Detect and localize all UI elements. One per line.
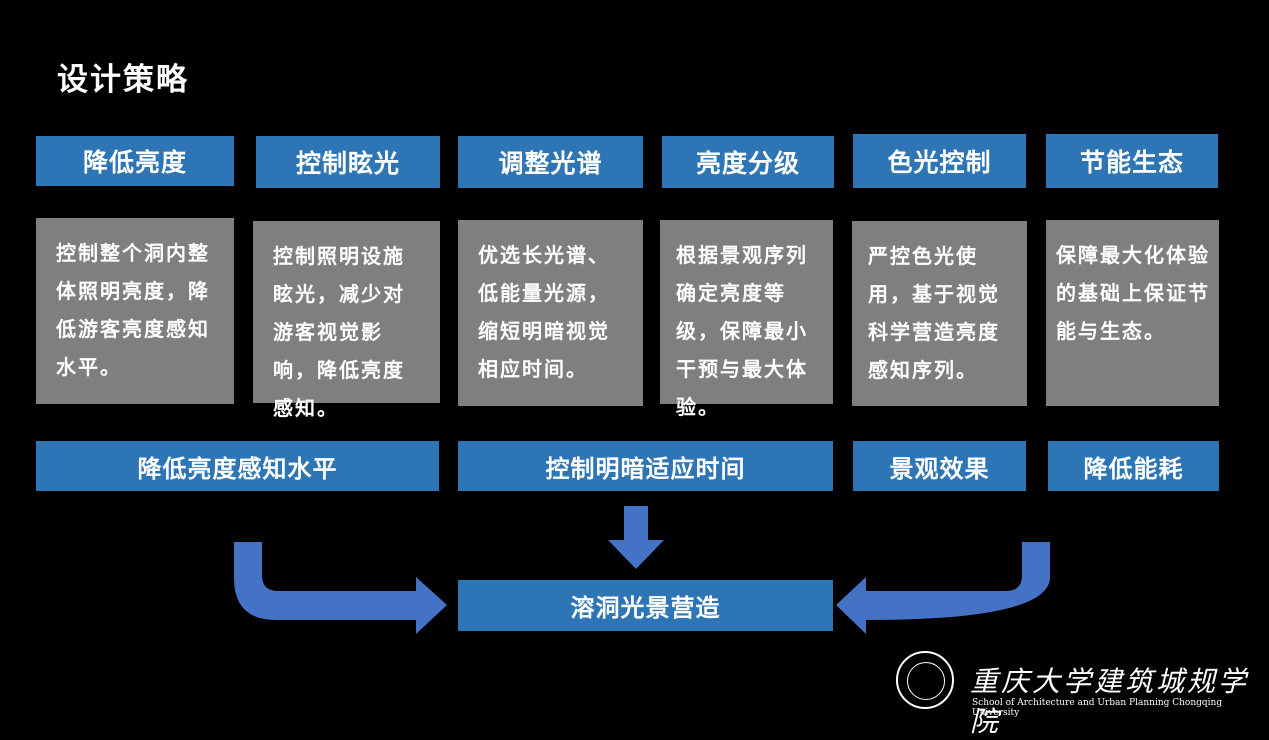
strategy-desc-3: 优选长光谱、低能量光源，缩短明暗视觉相应时间。	[458, 220, 643, 406]
strategy-header-6: 节能生态	[1046, 134, 1218, 188]
strategy-header-4: 亮度分级	[662, 136, 834, 188]
result-reduce-brightness-perception: 降低亮度感知水平	[36, 441, 439, 491]
flow-arrows	[234, 506, 1050, 634]
down-arrow	[608, 506, 664, 569]
strategy-header-5: 色光控制	[853, 134, 1026, 188]
strategy-header-3: 调整光谱	[458, 136, 643, 188]
strategy-desc-4: 根据景观序列确定亮度等级，保障最小干预与最大体验。	[660, 220, 833, 419]
result-reduce-energy: 降低能耗	[1048, 441, 1219, 491]
strategy-desc-5: 严控色光使用，基于视觉科学营造亮度感知序列。	[852, 221, 1027, 406]
left-curved-arrow	[234, 542, 447, 634]
final-outcome: 溶洞光景营造	[458, 580, 833, 631]
strategy-desc-2: 控制照明设施眩光，减少对游客视觉影响，降低亮度感知。	[253, 221, 440, 420]
result-control-adaptation-time: 控制明暗适应时间	[458, 441, 833, 491]
result-landscape-effect: 景观效果	[853, 441, 1026, 491]
school-logo-subtitle: School of Architecture and Urban Plannin…	[972, 698, 1223, 718]
right-curved-arrow	[836, 542, 1050, 634]
page-title: 设计策略	[57, 62, 189, 98]
strategy-header-2: 控制眩光	[256, 136, 440, 188]
strategy-desc-6: 保障最大化体验的基础上保证节能与生态。	[1046, 220, 1219, 406]
strategy-desc-1: 控制整个洞内整体照明亮度，降低游客亮度感知水平。	[36, 218, 234, 404]
strategy-header-1: 降低亮度	[36, 136, 234, 186]
university-seal-icon	[896, 651, 954, 709]
